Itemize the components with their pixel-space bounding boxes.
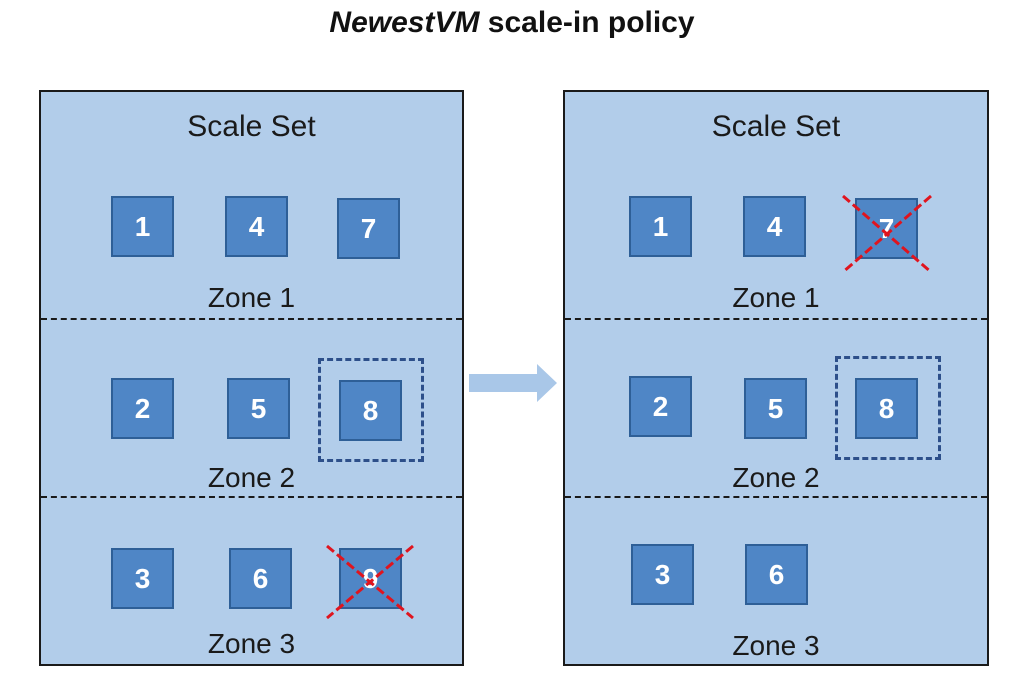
- right-arrow-icon: [469, 364, 557, 402]
- panel-title: Scale Set: [711, 110, 841, 143]
- cross-mark-icon: [842, 194, 932, 274]
- zone-label: Zone 3: [207, 628, 296, 659]
- vm-box: 3: [111, 548, 174, 609]
- vm-box: 4: [225, 196, 288, 257]
- scale-set-after-panel: Scale Set 1 4 7 Zone 1 2 5 8 Zone 2 3 6 …: [563, 90, 989, 666]
- vm-box: 4: [743, 196, 806, 257]
- title-rest: scale-in policy: [479, 6, 695, 39]
- zone-label: Zone 1: [207, 282, 296, 313]
- diagram-title: NewestVM scale-in policy: [0, 6, 1024, 40]
- zone-label: Zone 3: [732, 630, 820, 661]
- newest-vm-highlight: [835, 356, 941, 460]
- vm-box: 7: [337, 198, 400, 259]
- title-italic-part: NewestVM: [329, 6, 480, 39]
- zone-divider: [565, 496, 987, 498]
- zone-divider: [41, 496, 462, 498]
- zone-label: Zone 1: [732, 282, 820, 313]
- newest-vm-highlight: [318, 358, 424, 462]
- zone-divider: [565, 318, 987, 320]
- vm-box: 6: [229, 548, 292, 609]
- vm-box: 1: [629, 196, 692, 257]
- vm-box: 5: [744, 378, 807, 439]
- zone-divider: [41, 318, 462, 320]
- zone-label: Zone 2: [207, 462, 296, 493]
- vm-box: 8: [855, 378, 918, 439]
- vm-box: 5: [227, 378, 290, 439]
- vm-box: 2: [111, 378, 174, 439]
- vm-box: 8: [339, 380, 402, 441]
- cross-mark-icon: [326, 544, 414, 620]
- vm-box: 1: [111, 196, 174, 257]
- zone-label: Zone 2: [732, 462, 820, 493]
- vm-box: 6: [745, 544, 808, 605]
- vm-box: 2: [629, 376, 692, 437]
- scale-set-before-panel: Scale Set 1 4 7 Zone 1 2 5 8 Zone 2 3 6 …: [39, 90, 464, 666]
- vm-box: 3: [631, 544, 694, 605]
- panel-title: Scale Set: [187, 110, 316, 143]
- vm-box: 7: [855, 198, 918, 259]
